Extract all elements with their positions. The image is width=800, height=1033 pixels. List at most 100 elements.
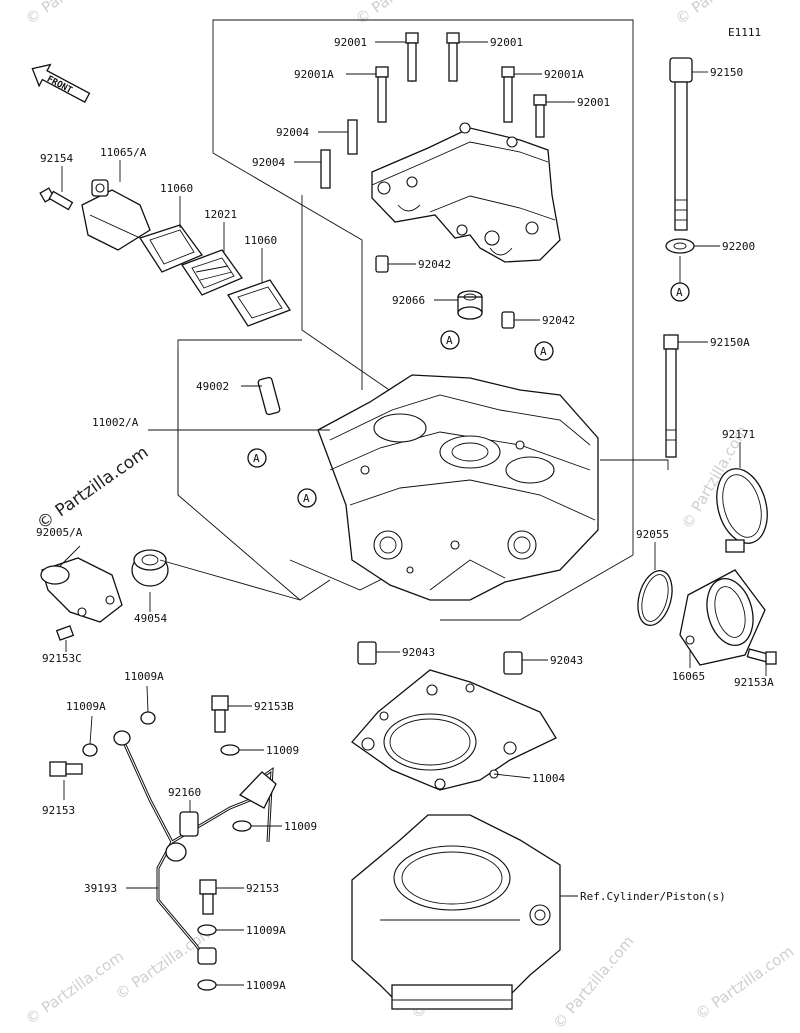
holder-16065 — [679, 569, 766, 666]
bolt-92001-c — [533, 94, 547, 138]
dowel-92043-a — [357, 641, 377, 665]
callout-a-5: A — [297, 488, 317, 508]
callout-a-1: A — [670, 282, 690, 302]
gasket-11060-a — [138, 224, 204, 273]
label-92171: 92171 — [722, 428, 755, 441]
label-92153A: 92153A — [734, 676, 774, 689]
label-92001A-a: 92001A — [294, 68, 334, 81]
dowel-92042-a — [375, 255, 389, 273]
label-11009A-c: 11009A — [246, 924, 286, 937]
stud-92004-b — [320, 149, 331, 189]
svg-text:A: A — [540, 345, 547, 358]
label-11004: 11004 — [532, 772, 565, 785]
label-92001-c: 92001 — [577, 96, 610, 109]
label-11065A: 11065/A — [100, 146, 147, 159]
label-92004-b: 92004 — [252, 156, 285, 169]
bolt-92001A-b — [501, 66, 515, 123]
svg-text:A: A — [676, 286, 683, 299]
label-11002A: 11002/A — [92, 416, 139, 429]
cover-11065A — [81, 179, 151, 251]
assembly-frame-lines — [177, 19, 669, 621]
label-92043-b: 92043 — [550, 654, 583, 667]
callout-a-4: A — [247, 448, 267, 468]
label-11009-b: 11009 — [284, 820, 317, 833]
bolt-92001-a — [405, 32, 419, 82]
bolt-92001A-a — [375, 66, 389, 123]
label-92042-a: 92042 — [418, 258, 451, 271]
label-92154: 92154 — [40, 152, 73, 165]
callout-markers: A A A A A — [247, 282, 690, 508]
dowel-92042-b — [501, 311, 515, 329]
bolt-92153-a — [49, 761, 83, 777]
bolt-92153-b — [199, 879, 217, 915]
watermark-3: © Partzilla.com — [672, 0, 777, 28]
callout-a-3: A — [534, 341, 554, 361]
label-11009-a: 11009 — [266, 744, 299, 757]
bolt-92153A — [746, 648, 777, 665]
label-92042-b: 92042 — [542, 314, 575, 327]
label-92153B: 92153B — [254, 700, 294, 713]
label-92005A: 92005/A — [36, 526, 83, 539]
label-92200: 92200 — [722, 240, 755, 253]
cover-92005A — [40, 557, 123, 641]
leader-lines — [59, 41, 767, 986]
guide-49002 — [257, 376, 281, 416]
watermark-1: © Partzilla.com — [22, 0, 127, 28]
bolt-92153B — [211, 695, 229, 733]
label-11009A-d: 11009A — [246, 979, 286, 992]
label-92150: 92150 — [710, 66, 743, 79]
label-92001-a: 92001 — [334, 36, 367, 49]
label-49002: 49002 — [196, 380, 229, 393]
label-92001A-b: 92001A — [544, 68, 584, 81]
washer-11009A-d — [197, 979, 217, 991]
label-ref-cylinder: Ref.Cylinder/Piston(s) — [580, 890, 726, 903]
o-ring-92055 — [637, 569, 673, 627]
label-12021: 12021 — [204, 208, 237, 221]
watermark-main: © Partzilla.com — [33, 442, 152, 534]
label-11009A-b: 11009A — [66, 700, 106, 713]
camshaft-cap — [371, 122, 561, 263]
label-11060-a: 11060 — [160, 182, 193, 195]
label-92043-a: 92043 — [402, 646, 435, 659]
bolt-92150 — [669, 57, 693, 231]
label-92153-b: 92153 — [246, 882, 279, 895]
label-92066: 92066 — [392, 294, 425, 307]
label-92160: 92160 — [168, 786, 201, 799]
banjo-fitting — [197, 947, 217, 965]
bolt-92001-b — [446, 32, 460, 82]
watermark-7: © Partzilla.com — [692, 942, 797, 1023]
label-16065: 16065 — [672, 670, 705, 683]
cylinder-head-11002A — [317, 374, 599, 601]
svg-text:A: A — [446, 334, 453, 347]
gasket-11004 — [351, 669, 557, 791]
label-92001-b: 92001 — [490, 36, 523, 49]
watermark-2: © Partzilla.com — [352, 0, 457, 28]
label-92153C: 92153C — [42, 652, 82, 665]
washer-11009-a — [220, 744, 240, 756]
washer-11009A-a — [140, 711, 156, 725]
label-49054: 49054 — [134, 612, 167, 625]
label-11009A-a: 11009A — [124, 670, 164, 683]
svg-text:A: A — [253, 452, 260, 465]
diagram-code: E1111 — [728, 26, 761, 39]
label-92055: 92055 — [636, 528, 669, 541]
reed-valve-12021 — [181, 249, 243, 296]
label-92150A: 92150A — [710, 336, 750, 349]
washer-92200 — [665, 238, 695, 254]
seal-92066 — [457, 290, 483, 320]
front-arrow-icon: FRONT — [31, 63, 91, 103]
washer-11009-b — [232, 820, 252, 832]
washer-11009A-b — [82, 743, 98, 757]
watermark-5: © Partzilla.com — [22, 947, 127, 1028]
label-39193: 39193 — [84, 882, 117, 895]
svg-text:A: A — [303, 492, 310, 505]
thermostat-49054 — [131, 549, 169, 587]
label-11060-b: 11060 — [244, 234, 277, 247]
bolt-92154 — [39, 187, 74, 211]
label-92153-a: 92153 — [42, 804, 75, 817]
part-labels: 92001 92001 92001A 92001A 92001 92004 92… — [36, 36, 774, 992]
dowel-92043-b — [503, 651, 523, 675]
callout-a-2: A — [440, 330, 460, 350]
